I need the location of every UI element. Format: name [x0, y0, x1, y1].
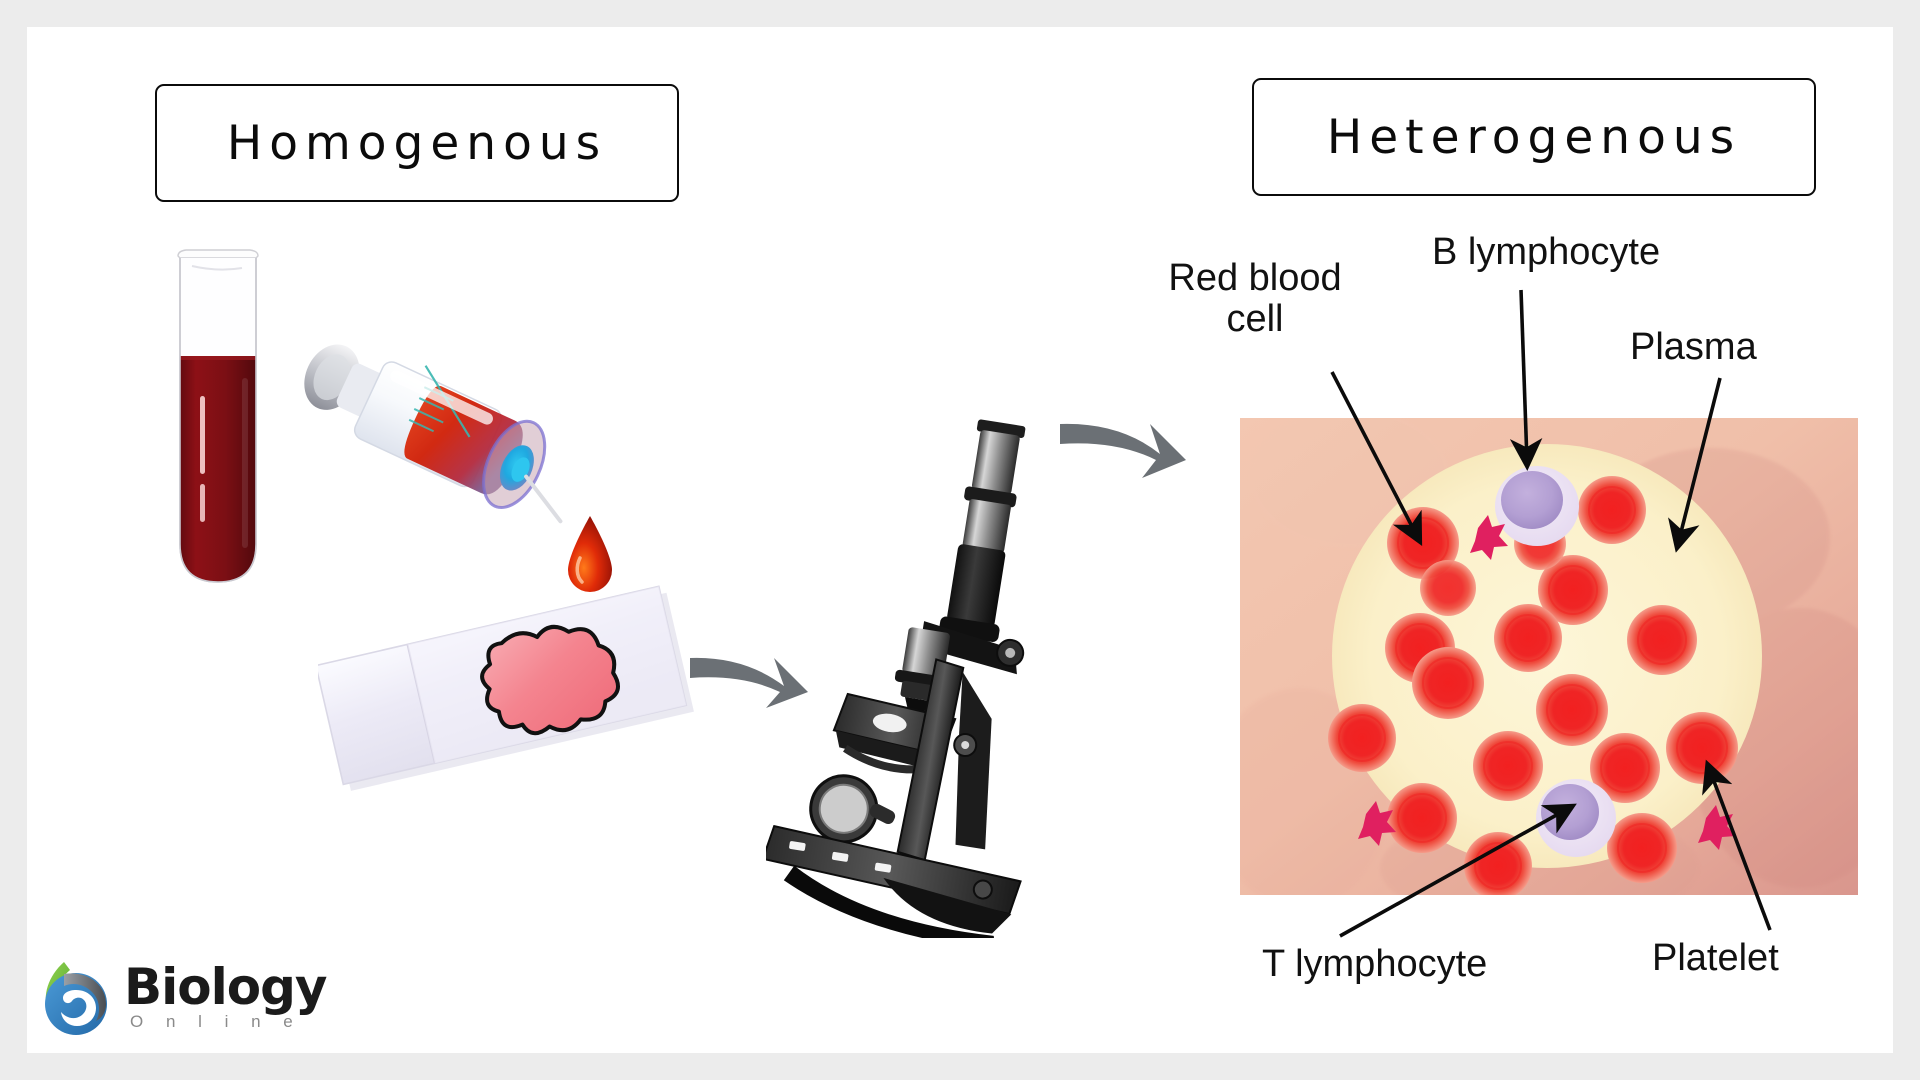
heading-heterogenous-label: Heterogenous	[1326, 109, 1742, 165]
b-lymphocyte-cell	[1495, 466, 1579, 546]
arrow-slide-to-microscope	[690, 657, 808, 708]
logo-wordmark: Biology	[124, 958, 327, 1016]
annotation-b-lymphocyte: B lymphocyte	[1432, 231, 1661, 273]
test-tube-illustration	[177, 249, 259, 583]
syringe-illustration	[304, 344, 563, 524]
arrow-microscope-to-micrograph	[1060, 423, 1186, 478]
microscope-illustration	[766, 419, 1026, 938]
annotation-plasma: Plasma	[1630, 326, 1757, 368]
glass-slide-illustration	[318, 585, 694, 791]
annotation-t-lymphocyte: T lymphocyte	[1262, 943, 1488, 985]
blood-micrograph	[1240, 418, 1858, 895]
biology-online-logo[interactable]: Biology O n l i n e	[38, 958, 328, 1040]
logo-subtext: O n l i n e	[130, 1012, 302, 1031]
blood-drop-icon	[568, 516, 612, 592]
heading-homogenous-label: Homogenous	[226, 115, 608, 171]
heading-homogenous: Homogenous	[155, 84, 679, 202]
t-lymphocyte-cell	[1536, 779, 1616, 857]
annotation-red-blood-cell: Red blood cell	[1168, 257, 1342, 341]
annotation-platelet: Platelet	[1652, 937, 1779, 979]
logo-mark-icon	[45, 962, 107, 1035]
heading-heterogenous: Heterogenous	[1252, 78, 1816, 196]
